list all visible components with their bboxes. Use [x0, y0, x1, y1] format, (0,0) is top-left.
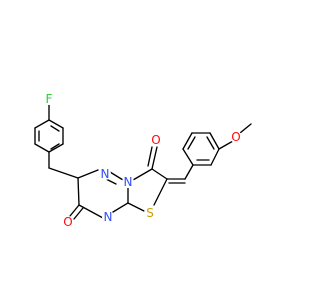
- bond: [112, 202, 129, 213]
- bond: [218, 140, 234, 150]
- bond: [78, 204, 104, 219]
- bond: [77, 169, 99, 179]
- bond: [210, 148, 220, 166]
- sulfur-label: S: [146, 206, 154, 220]
- bond: [182, 132, 193, 150]
- bond: [50, 143, 60, 150]
- oxygen-label-carbonyl-1: O: [151, 133, 160, 147]
- bond: [209, 132, 220, 150]
- fluorine-label: F: [46, 92, 53, 106]
- atom-label-layer: F N N N S O O O: [43, 92, 242, 229]
- bond: [50, 125, 60, 132]
- bond: [48, 119, 64, 129]
- nitrogen-label-2: N: [124, 175, 133, 189]
- bond: [147, 146, 153, 167]
- oxygen-label-methoxy: O: [231, 130, 240, 144]
- bond: [151, 146, 158, 170]
- bond: [206, 136, 215, 150]
- bond: [69, 204, 80, 217]
- bond: [73, 207, 84, 220]
- bond-layer: [34, 103, 252, 220]
- bond: [184, 164, 194, 180]
- bond: [48, 143, 64, 153]
- bond: [127, 202, 147, 213]
- bond: [77, 177, 80, 206]
- oxygen-label-carbonyl-2: O: [63, 215, 72, 229]
- bond: [109, 171, 124, 181]
- bond: [48, 167, 79, 179]
- bond: [151, 168, 168, 180]
- structure-diagram: F N N N S O O O: [34, 92, 252, 229]
- bond: [34, 143, 50, 153]
- bond: [182, 148, 194, 166]
- nitrogen-label-3: N: [104, 210, 113, 224]
- bond: [239, 123, 252, 134]
- bond: [187, 136, 196, 150]
- bond: [153, 178, 168, 206]
- bond: [34, 119, 50, 129]
- bond: [132, 168, 153, 181]
- nitrogen-label-1: N: [101, 167, 110, 181]
